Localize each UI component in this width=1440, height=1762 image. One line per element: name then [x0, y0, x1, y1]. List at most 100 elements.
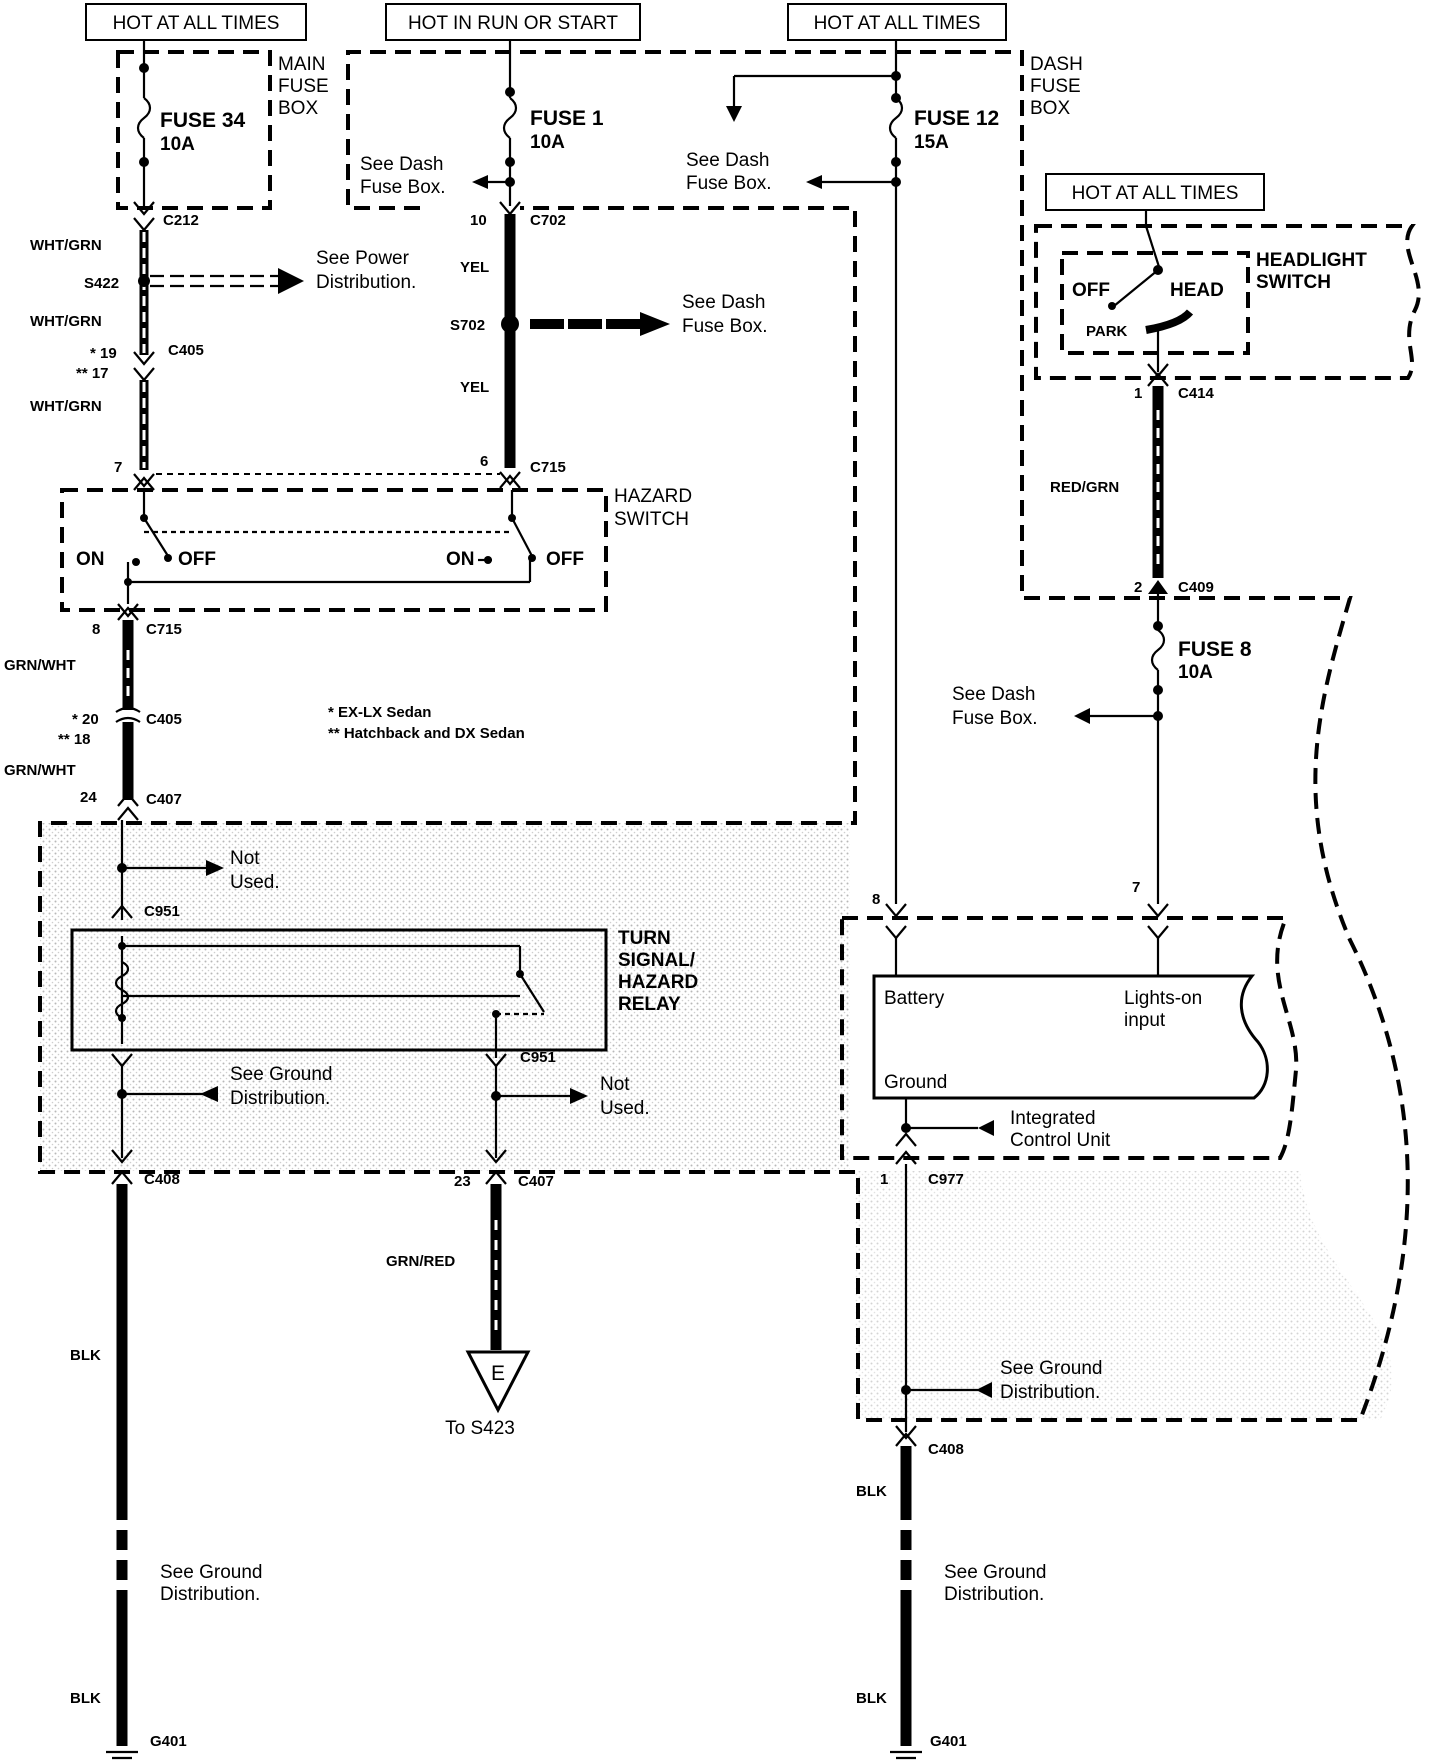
see-dash-2b: Fuse Box.: [682, 316, 768, 337]
wire-wht-grn-2: WHT/GRN: [30, 313, 102, 330]
c212-label: C212: [163, 212, 199, 229]
pin-2: 2: [1134, 579, 1142, 596]
headlight-switch-title-2: SWITCH: [1256, 272, 1331, 293]
g401a-label: G401: [150, 1733, 187, 1750]
power-label-headlight: HOT AT ALL TIMES: [1045, 173, 1265, 211]
wire-yel-1: YEL: [460, 259, 489, 276]
c977-label: C977: [928, 1171, 964, 1188]
note-hatchback: ** Hatchback and DX Sedan: [328, 725, 525, 742]
headlight-switch-title-1: HEADLIGHT: [1256, 250, 1367, 271]
c715b-label: C715: [146, 621, 182, 638]
wire-wht-grn-1: WHT/GRN: [30, 237, 102, 254]
see-ground-1b: Distribution.: [230, 1088, 330, 1109]
wire-blk-3: BLK: [856, 1483, 887, 1500]
hazard-switch-outline: [60, 488, 608, 612]
main-fuse-box-outline: [116, 50, 272, 210]
dash-fuse-box-outline: [38, 50, 1410, 1422]
fuse-8-label: FUSE 8: [1178, 638, 1252, 661]
icu-lights-on-2: input: [1124, 1010, 1166, 1031]
not-used-1b: Used.: [230, 872, 280, 893]
c409-label: C409: [1178, 579, 1214, 596]
see-ground-4b: Distribution.: [944, 1584, 1044, 1605]
wire-blk-1: BLK: [70, 1347, 101, 1364]
hazard-off-left: OFF: [178, 549, 216, 570]
hazard-on-right: ON: [446, 549, 475, 570]
wire-red-grn: RED/GRN: [1050, 479, 1119, 496]
icu-outline: [840, 916, 1299, 1160]
fuse-1-rating: 10A: [530, 132, 565, 153]
ground-symbol-right: [890, 1750, 922, 1760]
to-s423-label: To S423: [445, 1418, 515, 1439]
fuse-1-label: FUSE 1: [530, 107, 604, 130]
pin-8b: 8: [872, 891, 880, 908]
c702-label: C702: [530, 212, 566, 229]
relay-title-3: HAZARD: [618, 972, 698, 993]
see-ground-1a: See Ground: [230, 1064, 332, 1085]
svg-text:HOT AT ALL TIMES: HOT AT ALL TIMES: [113, 13, 280, 34]
wire-grn-wht-1: GRN/WHT: [4, 657, 76, 674]
fuse-12-rating: 15A: [914, 132, 949, 153]
wire-yel-2: YEL: [460, 379, 489, 396]
wire-grn-wht-2: GRN/WHT: [4, 762, 76, 779]
not-used-2a: Not: [600, 1074, 630, 1095]
c951b-label: C951: [520, 1049, 556, 1066]
icu-shaded-area: [855, 1171, 1393, 1420]
pin-1a: 1: [1134, 385, 1142, 402]
fuse-34-rating: 10A: [160, 134, 195, 155]
icu-title-2: Control Unit: [1010, 1130, 1111, 1151]
wire-wht-grn-3: WHT/GRN: [30, 398, 102, 415]
wire-grn-red: GRN/RED: [386, 1253, 455, 1270]
hazard-switch-title-2: SWITCH: [614, 509, 689, 530]
g401b-label: G401: [930, 1733, 967, 1750]
svg-text:HOT AT ALL TIMES: HOT AT ALL TIMES: [1072, 183, 1239, 204]
main-fuse-box-3: BOX: [278, 98, 318, 119]
c408b-label: C408: [928, 1441, 964, 1458]
ground-symbol-left: [106, 1750, 138, 1760]
headlight-inner-outline: [1060, 251, 1250, 355]
hazard-off-right: OFF: [546, 549, 584, 570]
see-dash-1a: See Dash: [360, 154, 443, 175]
see-ground-2a: See Ground: [160, 1562, 262, 1583]
headlight-head: HEAD: [1170, 280, 1224, 301]
pin-7b: 7: [1132, 879, 1140, 896]
see-dash-2a: See Dash: [682, 292, 765, 313]
turn-signal-relay-box: [70, 928, 608, 1052]
c715a-label: C715: [530, 459, 566, 476]
headlight-switch-outline: [1034, 224, 1421, 380]
pin-19: * 19: [90, 345, 117, 362]
hazard-on-left: ON: [76, 549, 105, 570]
icu-title-1: Integrated: [1010, 1108, 1096, 1129]
c414-label: C414: [1178, 385, 1215, 402]
see-ground-3b: Distribution.: [1000, 1382, 1100, 1403]
c951a-label: C951: [144, 903, 180, 920]
svg-text:HOT IN RUN OR START: HOT IN RUN OR START: [408, 13, 618, 34]
see-dash-4a: See Dash: [952, 684, 1035, 705]
pin-24: 24: [80, 789, 97, 806]
fuse-34-label: FUSE 34: [160, 109, 246, 132]
note-exlx: * EX-LX Sedan: [328, 704, 431, 721]
power-label-right: HOT AT ALL TIMES: [787, 3, 1007, 41]
pin-6: 6: [480, 453, 488, 470]
s702-label: S702: [450, 317, 485, 334]
fuse-12-label: FUSE 12: [914, 107, 999, 130]
icu-ground: Ground: [884, 1072, 947, 1093]
power-label-middle: HOT IN RUN OR START: [385, 3, 641, 41]
icu-lights-on-1: Lights-on: [1124, 988, 1202, 1009]
pin-1b: 1: [880, 1171, 888, 1188]
not-used-2b: Used.: [600, 1098, 650, 1119]
dash-fuse-box-2: FUSE: [1030, 76, 1081, 97]
icu-battery: Battery: [884, 988, 945, 1009]
wire-blk-2: BLK: [70, 1690, 101, 1707]
see-dash-3b: Fuse Box.: [686, 173, 772, 194]
pin-20: * 20: [72, 711, 99, 728]
see-dash-4b: Fuse Box.: [952, 708, 1038, 729]
dash-fuse-box-1: DASH: [1030, 54, 1083, 75]
icu-box: [872, 974, 1269, 1100]
see-ground-3a: See Ground: [1000, 1358, 1102, 1379]
e-marker-label: E: [491, 1362, 505, 1385]
main-fuse-box-2: FUSE: [278, 76, 329, 97]
see-power-2: Distribution.: [316, 272, 416, 293]
relay-title-1: TURN: [618, 928, 671, 949]
see-ground-2b: Distribution.: [160, 1584, 260, 1605]
